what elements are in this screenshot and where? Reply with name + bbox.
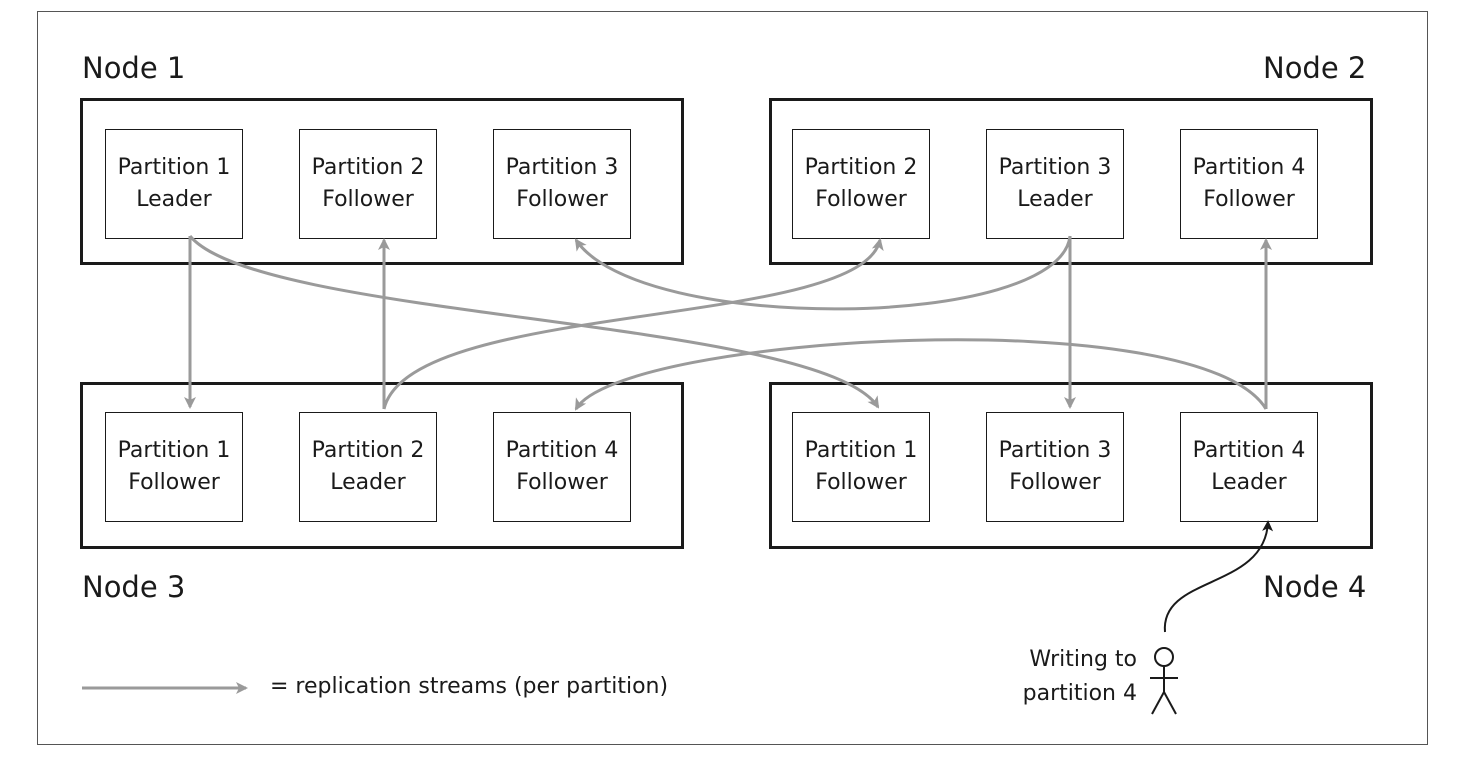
writer-label-line-2: partition 4 <box>1022 681 1137 706</box>
partition-name: Partition 3 <box>998 155 1112 180</box>
partition-name: Partition 1 <box>804 438 918 463</box>
partition-role: Follower <box>1203 187 1295 212</box>
node-3-partition-4-follower: Partition 4 Follower <box>493 412 631 522</box>
partition-name: Partition 4 <box>1192 438 1306 463</box>
node-2: Partition 2 Follower Partition 3 Leader … <box>769 98 1373 265</box>
node-2-label: Node 2 <box>1263 51 1367 85</box>
partition-role: Follower <box>128 470 220 495</box>
node-2-partition-3-leader: Partition 3 Leader <box>986 129 1124 239</box>
partition-role: Follower <box>322 187 414 212</box>
node-1: Partition 1 Leader Partition 2 Follower … <box>80 98 684 265</box>
node-1-partition-2-follower: Partition 2 Follower <box>299 129 437 239</box>
partition-role: Leader <box>330 470 406 495</box>
node-1-partition-1-leader: Partition 1 Leader <box>105 129 243 239</box>
node-3-partition-1-follower: Partition 1 Follower <box>105 412 243 522</box>
partition-name: Partition 4 <box>1192 155 1306 180</box>
writer-label-line-1: Writing to <box>1029 647 1137 672</box>
node-2-partition-2-follower: Partition 2 Follower <box>792 129 930 239</box>
partition-role: Follower <box>516 470 608 495</box>
node-4-partition-1-follower: Partition 1 Follower <box>792 412 930 522</box>
node-3-label: Node 3 <box>82 570 186 604</box>
node-4-partition-4-leader: Partition 4 Leader <box>1180 412 1318 522</box>
partition-name: Partition 2 <box>804 155 918 180</box>
node-1-label: Node 1 <box>82 51 186 85</box>
node-3-partition-2-leader: Partition 2 Leader <box>299 412 437 522</box>
node-4-label: Node 4 <box>1263 570 1367 604</box>
partition-name: Partition 1 <box>117 438 231 463</box>
partition-name: Partition 3 <box>505 155 619 180</box>
partition-role: Leader <box>1211 470 1287 495</box>
partition-name: Partition 2 <box>311 438 425 463</box>
partition-role: Follower <box>815 470 907 495</box>
diagram-frame <box>37 11 1428 745</box>
partition-name: Partition 4 <box>505 438 619 463</box>
partition-role: Follower <box>815 187 907 212</box>
partition-role: Leader <box>1017 187 1093 212</box>
partition-name: Partition 3 <box>998 438 1112 463</box>
partition-role: Follower <box>1009 470 1101 495</box>
partition-name: Partition 1 <box>117 155 231 180</box>
node-4: Partition 1 Follower Partition 3 Followe… <box>769 382 1373 549</box>
partition-name: Partition 2 <box>311 155 425 180</box>
node-1-partition-3-follower: Partition 3 Follower <box>493 129 631 239</box>
partition-role: Follower <box>516 187 608 212</box>
node-2-partition-4-follower: Partition 4 Follower <box>1180 129 1318 239</box>
writer-label: Writing to partition 4 <box>1023 643 1137 711</box>
node-3: Partition 1 Follower Partition 2 Leader … <box>80 382 684 549</box>
legend-label: = replication streams (per partition) <box>270 674 669 699</box>
partition-role: Leader <box>136 187 212 212</box>
node-4-partition-3-follower: Partition 3 Follower <box>986 412 1124 522</box>
